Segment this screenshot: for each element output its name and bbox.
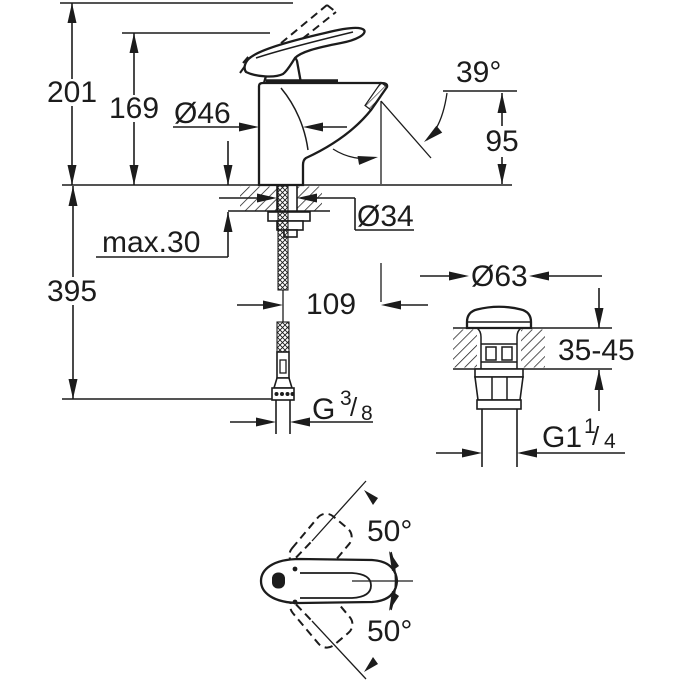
dimension-395: 395 xyxy=(44,186,100,399)
dimension-201: 201 xyxy=(47,3,97,185)
handle-rotation-top-view: 50° 50° xyxy=(259,480,413,680)
label-hose-thread-g: G xyxy=(312,393,335,426)
drain-flange xyxy=(474,368,524,378)
label-cap-diameter: Ø63 xyxy=(471,260,528,293)
label-hose-thread-denominator: 8 xyxy=(361,402,373,425)
label-hose-length: 395 xyxy=(47,275,97,308)
drain-window-right xyxy=(501,346,513,361)
label-spout-height: 95 xyxy=(485,125,518,158)
drain-deck-hatch-right xyxy=(521,329,545,368)
drain-body-left xyxy=(476,327,482,369)
dimension-169: 169 xyxy=(108,33,160,185)
label-swivel-up: 50° xyxy=(367,515,412,548)
dimension-deck-range: 35-45 xyxy=(558,288,635,411)
drain-window-left xyxy=(485,346,497,361)
drain-body-right xyxy=(516,327,522,369)
dimension-spout-angle: 39° xyxy=(332,56,517,184)
rotation-arc-arrowhead-top xyxy=(389,551,399,571)
drain-nut-rim xyxy=(476,399,522,410)
label-swivel-down: 50° xyxy=(367,615,412,648)
faucet-side-view xyxy=(228,4,389,434)
mounting-nut xyxy=(267,211,311,238)
faucet-body-spout xyxy=(257,81,389,187)
drain-valve-detail xyxy=(453,305,612,467)
arc-arrowhead-lower xyxy=(364,657,378,672)
rotation-arc-arrowhead-bottom xyxy=(389,591,399,611)
lever-top-edge-line xyxy=(255,31,354,59)
label-projection: 109 xyxy=(306,288,356,321)
drain-deck-hatch-left xyxy=(453,329,477,368)
dimension-shank-diameter: Ø34 xyxy=(219,193,414,233)
dimension-drain-thread: G1 1 / 4 xyxy=(436,415,625,458)
handle-dot-lower xyxy=(292,599,298,605)
body-front-curve xyxy=(280,87,309,151)
label-body-diameter: Ø46 xyxy=(174,97,231,130)
dimension-projection: 109 xyxy=(237,263,428,321)
stream-direction-line xyxy=(380,100,432,159)
handle-dot-upper xyxy=(292,566,298,572)
drain-cap xyxy=(465,305,533,330)
drain-hex-nut xyxy=(474,376,524,401)
label-total-height: 201 xyxy=(47,76,97,109)
dimension-deck-thickness: max.30 xyxy=(96,141,233,259)
lever-handle xyxy=(243,26,366,78)
label-drain-thread-denominator: 4 xyxy=(604,430,616,453)
label-hose-thread-numerator: 3 xyxy=(340,387,352,410)
label-drain-thread-numerator: 1 xyxy=(584,415,596,438)
label-lever-height: 169 xyxy=(109,92,159,125)
label-spout-angle: 39° xyxy=(456,56,501,89)
dimension-cap-diameter: Ø63 xyxy=(420,260,602,293)
dimension-body-diameter: Ø46 xyxy=(173,97,347,132)
dimension-95: 95 xyxy=(481,93,523,184)
handle-inner-outline xyxy=(300,572,372,599)
aerator-mousseur xyxy=(364,81,388,111)
supply-hose xyxy=(271,185,295,434)
label-drain-thread-g: G1 xyxy=(542,421,582,454)
swivel-ray-upper xyxy=(311,480,367,542)
label-drain-thread-slash: / xyxy=(592,421,600,451)
label-deck-range: 35-45 xyxy=(558,334,635,367)
label-deck-thickness: max.30 xyxy=(102,226,200,259)
arc-arrowhead-upper xyxy=(364,490,378,505)
label-hose-thread-slash: / xyxy=(350,392,358,422)
swivel-ray-lower xyxy=(311,620,367,680)
handle-cartridge-mark xyxy=(272,572,285,589)
label-shank-diameter: Ø34 xyxy=(357,200,414,233)
dimension-hose-thread: G 3 / 8 xyxy=(230,387,373,427)
